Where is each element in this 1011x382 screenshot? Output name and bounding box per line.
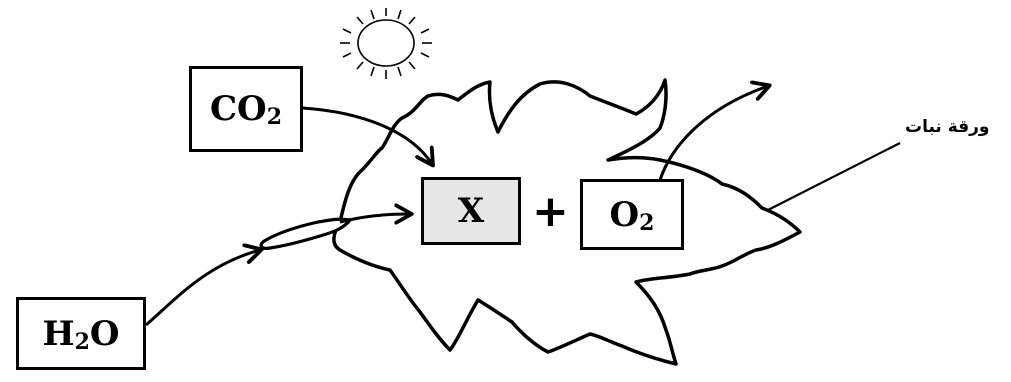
h2o-label-o: O (90, 314, 120, 354)
leaf-label: ورقة نبات (905, 117, 990, 137)
plus-sign: + (532, 190, 569, 234)
co2-subscript: 2 (267, 104, 282, 130)
leaf-label-line (768, 143, 900, 210)
o2-label: O (610, 195, 640, 235)
h2o-subscript: 2 (75, 329, 90, 355)
sun-icon (340, 8, 432, 79)
o2-subscript: 2 (639, 210, 654, 236)
product-x-box: X (421, 177, 521, 245)
product-x-label: X (458, 191, 484, 231)
co2-label: CO (210, 89, 267, 129)
h2o-arrow (146, 250, 260, 325)
h2o-label-h: H (42, 314, 74, 354)
